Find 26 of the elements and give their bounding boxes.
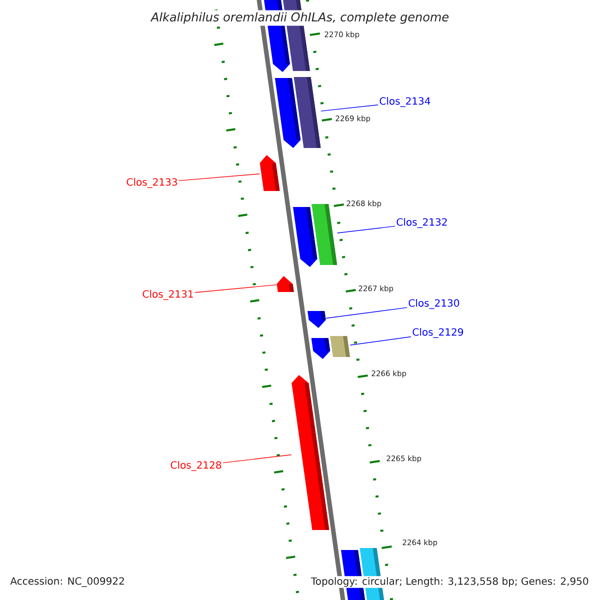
title: Alkaliphilus oremlandii OhILAs, complete genome [148,10,452,26]
leader-line [178,174,260,182]
gene-label: Clos_2131 [142,290,193,300]
gene-label: Clos_2132 [396,218,447,228]
gene-label: Clos_2133 [126,178,177,188]
leader-line [326,307,408,319]
gene-label: Clos_2129 [412,328,464,338]
genome-info-text: Topology: circular; Length: 3,123,558 bp; Genes: 2,950 [310,576,590,588]
gene-label: Clos_2128 [170,461,222,471]
leader-line [350,336,412,346]
gene-block [292,375,330,530]
gene-label: Clos_2134 [380,97,430,107]
gene-block [276,276,294,292]
leader-line [222,454,292,464]
gene-block [260,155,280,191]
gene-label: Clos_2130 [408,299,460,309]
gene-block [330,336,350,357]
gene-block [312,204,338,265]
leader-line [194,284,277,293]
accession-text: Accession: NC_009922 [9,576,126,588]
gene-block [308,311,326,328]
leader-line [320,104,378,112]
gene-block [292,207,318,267]
leader-line [336,226,396,234]
gene-block [311,338,330,359]
gene-block [294,77,321,148]
